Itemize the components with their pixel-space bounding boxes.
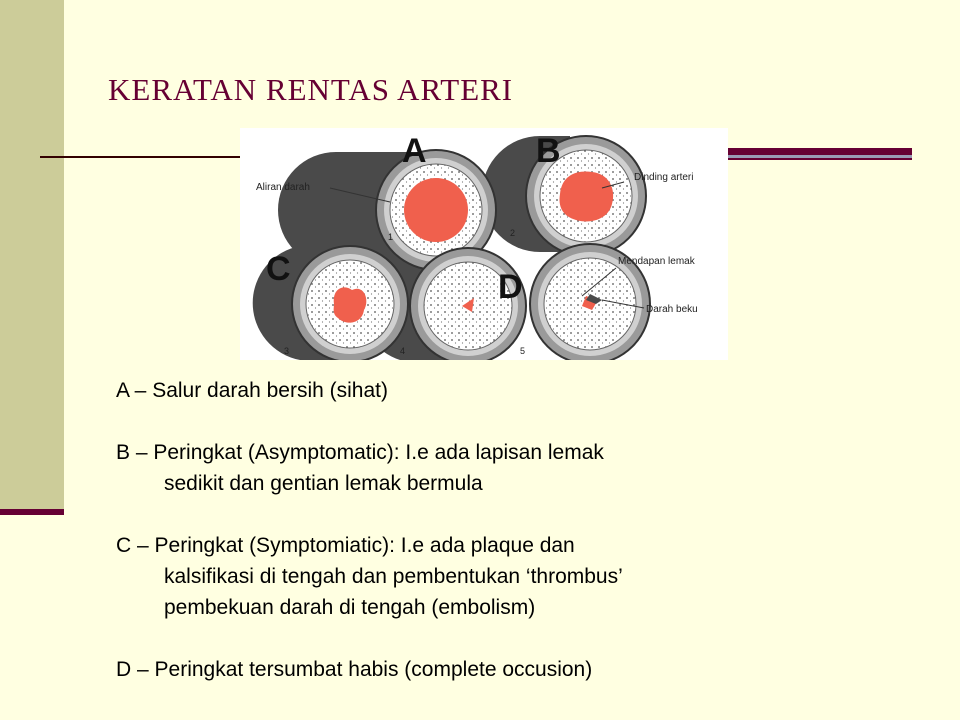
vessel-number-2: 2 — [510, 228, 515, 238]
title-rule-right-bottom — [724, 158, 912, 160]
figure-label-a: A — [402, 132, 427, 170]
item-c-line-3: pembekuan darah di tengah (embolism) — [164, 596, 536, 619]
vessel-number-1: 1 — [388, 232, 393, 242]
spacer — [116, 406, 836, 437]
callout-darah-beku: Darah beku — [646, 304, 698, 315]
figure-label-d: D — [498, 268, 523, 306]
vessel-cross-section-4 — [409, 247, 527, 360]
vessel-tube-1-end — [278, 152, 336, 268]
vessel-number-4: 4 — [400, 346, 405, 356]
callout-dinding-arteri: Dinding arteri — [634, 172, 693, 183]
title-rule-right-middle — [724, 155, 912, 158]
left-band-accent-bar — [0, 509, 64, 515]
item-d: D – Peringkat tersumbat habis (complete … — [116, 658, 593, 681]
vessel-cross-section-5 — [529, 243, 651, 360]
left-decorative-band — [0, 0, 64, 510]
slide-title: KERATAN RENTAS ARTERI — [108, 72, 514, 107]
title-rule-left — [40, 156, 244, 158]
callout-mendapan-lemak: Mendapan lemak — [618, 256, 696, 267]
spacer — [116, 623, 836, 654]
callout-line-darah-beku — [601, 299, 645, 309]
item-a: A – Salur darah bersih (sihat) — [116, 379, 388, 402]
item-c-line-1: C – Peringkat (Symptomiatic): I.e ada pl… — [116, 534, 575, 557]
callout-line-dinding-arteri — [601, 181, 625, 189]
artery-cross-section-figure: Aliran darah Dinding arteri Mendapan lem… — [240, 128, 728, 360]
artery-illustration: Aliran darah Dinding arteri Mendapan lem… — [252, 132, 698, 360]
item-b-line-2: sedikit dan gentian lemak bermula — [164, 472, 483, 495]
item-c-line-2: kalsifikasi di tengah dan pembentukan ‘t… — [164, 565, 623, 588]
callout-line-mendapan-lemak — [581, 267, 617, 297]
stage-descriptions: A – Salur darah bersih (sihat) B – Perin… — [116, 375, 836, 685]
vessel-cross-section-1 — [375, 149, 497, 271]
figure-label-c: C — [266, 250, 291, 288]
vessel-number-5: 5 — [520, 346, 525, 356]
title-rule-right — [724, 148, 912, 155]
callout-line-aliran-darah — [329, 187, 391, 203]
item-b-line-1: B – Peringkat (Asymptomatic): I.e ada la… — [116, 441, 604, 464]
vessel-cross-section-3 — [291, 245, 409, 360]
spacer — [116, 499, 836, 530]
vessel-cross-section-2 — [525, 135, 647, 257]
callout-aliran-darah: Aliran darah — [256, 182, 310, 193]
vessel-number-3: 3 — [284, 346, 289, 356]
figure-label-b: B — [536, 132, 561, 170]
